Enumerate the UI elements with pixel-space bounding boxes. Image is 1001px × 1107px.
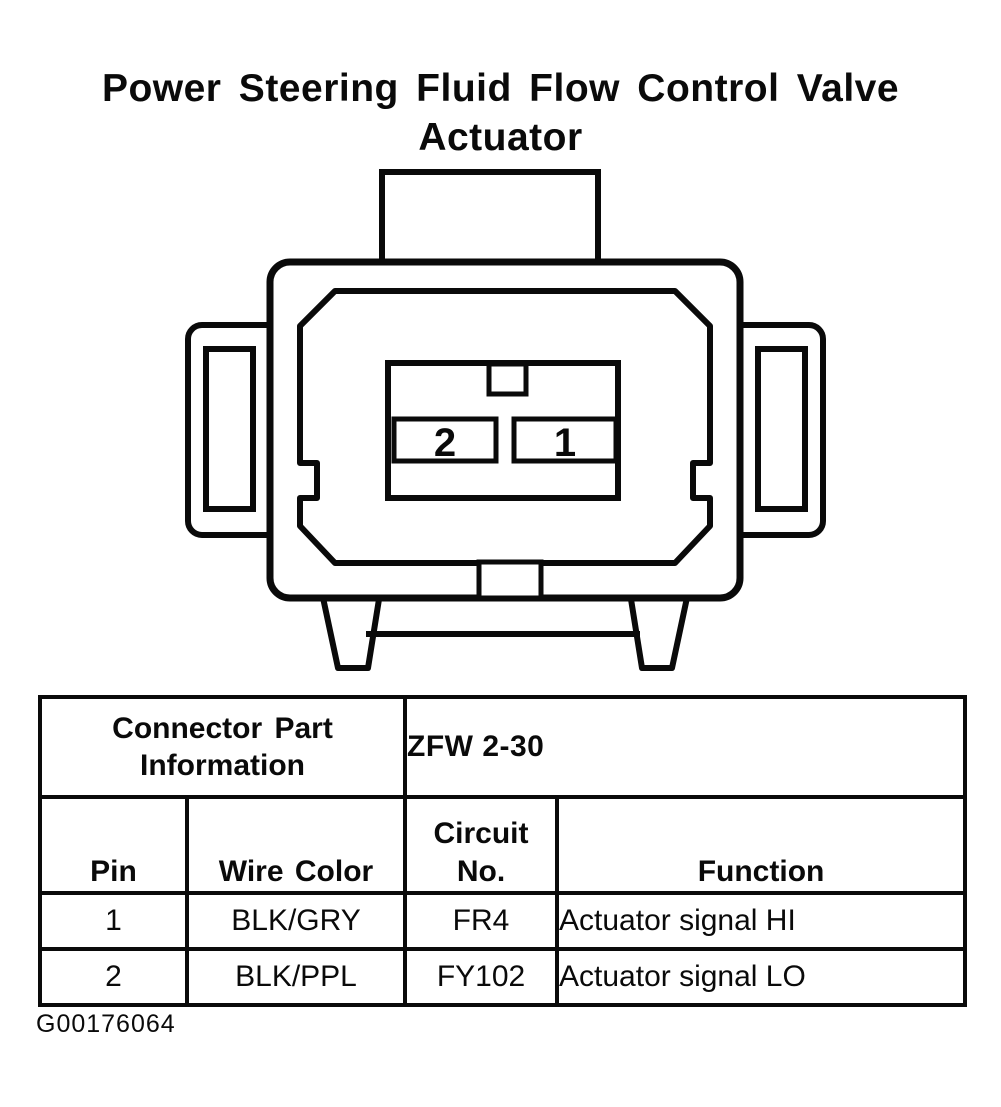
connector-inner-contour [297,288,713,566]
table-row-pin-2: 2 BLK/PPL FY102 Actuator signal LO [38,947,968,1007]
connector-top-tab [379,169,601,273]
connector-left-foot [319,590,383,671]
page-title-line1: Power Steering Fluid Flow Control Valve [101,67,900,110]
page-title: Power Steering Fluid Flow Control Valve … [0,64,1001,162]
pin-2-wire-color-cell: BLK/PPL [184,947,408,1007]
table-row-pin-1: 1 BLK/GRY FR4 Actuator signal HI [38,891,968,951]
header-circuit-line1: Circuit [433,817,529,850]
pin-1-wire-color-cell: BLK/GRY [184,891,408,951]
pin-1-label: 1 [554,421,576,465]
part-info-label-cell: Connector Part Information [37,695,408,799]
connector-cavity-key-notch [486,361,529,397]
table-row-headers: Pin Wire Color Circuit No. Function [38,795,968,895]
pin-1-function-cell: Actuator signal HI [555,891,968,951]
connector-info-table: Connector Part Information ZFW 2-30 Pin … [37,695,968,1007]
connector-right-foot [627,590,691,671]
pin-2-box [391,416,499,464]
header-circuit-line2: No. [456,855,506,888]
connector-right-wing-slot [755,346,808,512]
pin-1-box [511,416,619,464]
pin-2-pin-cell: 2 [38,947,189,1007]
header-pin: Pin [38,795,189,895]
connector-bottom-tab [476,559,544,601]
connector-left-wing-slot [203,346,256,512]
header-circuit-no: Circuit No. [403,795,560,895]
table-row-part-info: Connector Part Information ZFW 2-30 [37,695,968,799]
pin-2-function-cell: Actuator signal LO [555,947,968,1007]
figure-id: G00176064 [36,1010,176,1038]
part-number-cell: ZFW 2-30 [403,695,968,799]
pin-1-circuit-cell: FR4 [403,891,560,951]
connector-diagram: 2 1 [185,169,826,671]
pin-2-circuit-cell: FY102 [403,947,560,1007]
pin-1-pin-cell: 1 [38,891,189,951]
header-function: Function [555,795,968,895]
pin-2-label: 2 [434,421,456,465]
header-wire-color: Wire Color [184,795,408,895]
page-title-line2: Actuator [418,116,583,159]
